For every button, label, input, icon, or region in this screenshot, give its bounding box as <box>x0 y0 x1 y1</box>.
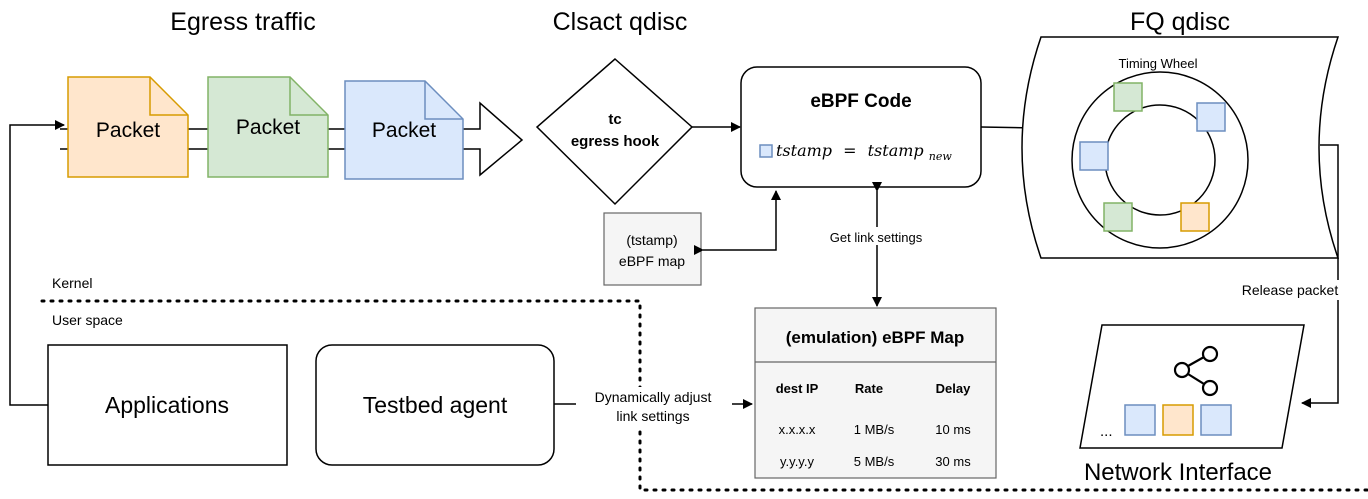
ebpf-code-title: eBPF Code <box>810 91 911 112</box>
applications-box <box>47 344 288 466</box>
packet-green: Packet <box>207 76 329 178</box>
emulation-map-header-dest-ip: dest IP <box>776 381 819 396</box>
release-packet-label: Release packet <box>1242 282 1339 298</box>
release-label-bg <box>1226 280 1354 300</box>
wheel-slot-green-top <box>1113 82 1143 112</box>
packet-blue-label: Packet <box>372 119 436 142</box>
ebpf-code-blue-square <box>759 144 773 158</box>
formula-rhs: tstamp <box>868 141 924 160</box>
release-packet-arrow <box>1301 144 1339 408</box>
fq-qdisc-title: FQ qdisc <box>1130 8 1230 36</box>
wheel-slot-green-bottom <box>1103 202 1133 232</box>
emulation-map-header-rate: Rate <box>855 381 883 396</box>
ebpf-code-formula: tstamp = tstamp new <box>776 141 952 163</box>
packet-blue-shape <box>344 80 464 180</box>
wheel-slot-blue-left <box>1079 141 1109 171</box>
nic-queue-blue-1 <box>1124 404 1156 436</box>
egress-hook-label: egress hook <box>571 133 660 150</box>
nic-ellipsis: ... <box>1100 423 1113 440</box>
wheel-slot-orange-bottom <box>1180 202 1210 232</box>
adjust-label-bg <box>576 387 732 427</box>
formula-lhs: tstamp <box>776 141 832 160</box>
share-icon-node-left <box>1173 361 1191 379</box>
emulation-map-row2-ip: y.y.y.y <box>780 454 814 469</box>
timing-wheel-label: Timing Wheel <box>1119 56 1198 71</box>
packet-green-label: Packet <box>236 116 300 139</box>
adjust-label-line2: link settings <box>616 408 689 424</box>
emulation-map-header-delay: Delay <box>936 381 971 396</box>
share-icon-link-top <box>1187 356 1205 367</box>
get-link-label-bg <box>816 227 936 245</box>
ebpf-code-box <box>740 66 982 188</box>
applications-to-packets-arrow <box>9 120 65 406</box>
tstamp-map-box <box>603 212 702 286</box>
packet-orange: Packet <box>67 76 189 178</box>
packet-green-shape <box>207 76 329 178</box>
testbed-agent-box <box>315 344 555 466</box>
share-icon <box>1173 345 1219 397</box>
nic-queue-orange <box>1162 404 1194 436</box>
adjust-label-line1: Dynamically adjust <box>595 389 712 405</box>
tstamp-map-line2: eBPF map <box>619 253 685 269</box>
network-interface-label: Network Interface <box>1084 459 1272 486</box>
get-link-settings-label: Get link settings <box>830 230 923 245</box>
nic-queue-blue-2 <box>1200 404 1232 436</box>
applications-label: Applications <box>105 392 229 418</box>
emulation-map-row1-ip: x.x.x.x <box>779 422 816 437</box>
packet-blue: Packet <box>344 80 464 180</box>
emulation-map-row1-rate: 1 MB/s <box>854 422 895 437</box>
formula-sub: new <box>929 150 953 163</box>
kernel-label: Kernel <box>52 275 92 291</box>
formula-eq: = <box>843 141 856 160</box>
egress-traffic-title: Egress traffic <box>170 8 315 36</box>
packet-orange-label: Packet <box>96 119 160 142</box>
ebpf-tstamp-map-link <box>694 190 781 255</box>
emulation-map-row2-delay: 30 ms <box>935 454 971 469</box>
user-space-label: User space <box>52 312 123 328</box>
share-icon-link-bottom <box>1187 373 1205 385</box>
emulation-map-row2-rate: 5 MB/s <box>854 454 895 469</box>
packet-green-fold <box>289 77 328 116</box>
packet-blue-fold <box>424 81 463 120</box>
clsact-qdisc-title: Clsact qdisc <box>553 8 688 36</box>
share-icon-node-bottom <box>1201 379 1219 397</box>
tc-label: tc <box>608 111 621 128</box>
testbed-agent-label: Testbed agent <box>363 392 508 418</box>
packet-orange-shape <box>67 76 189 178</box>
packet-orange-fold <box>149 77 188 116</box>
tstamp-map-line1: (tstamp) <box>626 232 677 248</box>
emulation-map-box <box>754 307 997 479</box>
tc-egress-hook-diamond <box>535 58 694 206</box>
wheel-slot-blue-right <box>1196 102 1226 132</box>
share-icon-node-top <box>1201 345 1219 363</box>
timing-wheel-outer <box>1071 71 1249 249</box>
emulation-map-title: (emulation) eBPF Map <box>786 328 965 347</box>
emulation-map-row1-delay: 10 ms <box>935 422 971 437</box>
